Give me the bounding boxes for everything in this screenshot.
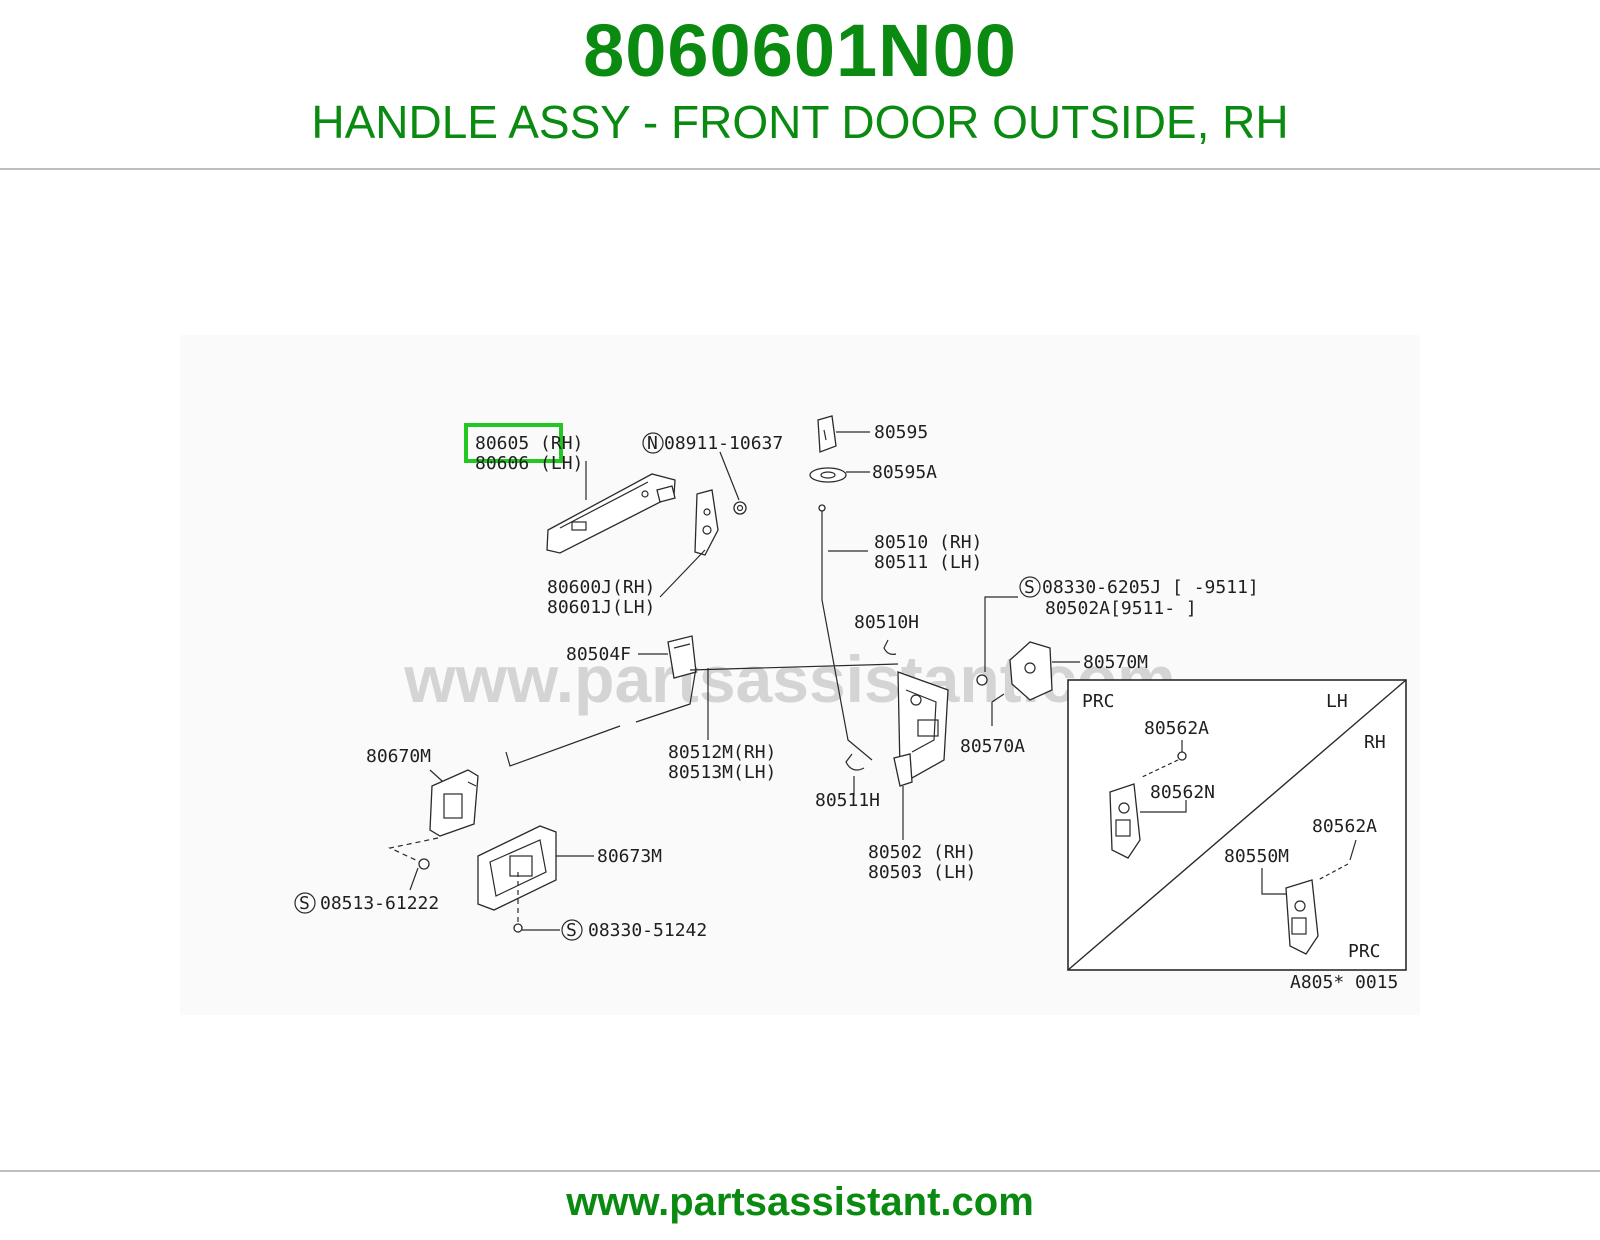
- callout-80673m: 80673M: [597, 846, 662, 867]
- s-symbol-circle-1: [1019, 576, 1041, 598]
- callout-80605: 80605 (RH): [475, 433, 583, 454]
- callout-08330-6205j: 08330-6205J [ -9511]: [1042, 577, 1259, 598]
- callout-80562a-lh: 80562A: [1144, 718, 1209, 739]
- leader-line-08513: [409, 867, 419, 891]
- footer-url[interactable]: www.partsassistant.com: [566, 1180, 1034, 1224]
- bumper-80504f-part: [667, 635, 697, 679]
- nut-part: [733, 501, 747, 515]
- callout-80504f: 80504F: [566, 644, 631, 665]
- highlighted-part-box: [464, 423, 563, 463]
- leader-dashed-80562a-rh: [1317, 863, 1349, 881]
- leader-line-08330-6205j: [984, 596, 1018, 672]
- parts-diagram: www.partsassistant.com 80605 (RH) 80606 …: [0, 170, 1600, 1170]
- rod-80510-end: [818, 504, 826, 512]
- bracket-80670m-part: [429, 769, 479, 837]
- n-symbol: N: [647, 433, 658, 454]
- rod-80512m-upper: [689, 663, 899, 671]
- leader-dashed-08513: [388, 837, 439, 863]
- rod-80512m-lower: [505, 667, 697, 767]
- leader-line-80562n: [1140, 800, 1187, 813]
- escutcheon-part: [809, 467, 847, 483]
- callout-80595: 80595: [874, 422, 928, 443]
- figure-code: A805* 0015: [1290, 972, 1398, 993]
- screw-80562a-lh-head: [1177, 751, 1187, 761]
- rod-80510-part: [821, 508, 873, 761]
- callout-80570a: 80570A: [960, 736, 1025, 757]
- screw-08513-part: [418, 858, 430, 870]
- callout-08330-51242: 08330-51242: [588, 920, 707, 941]
- leader-lines-80595: [836, 431, 870, 473]
- callout-80511: 80511 (LH): [874, 552, 982, 573]
- s-symbol-1: S: [1024, 577, 1035, 598]
- callout-80503: 80503 (LH): [868, 862, 976, 883]
- door-lock-80502-part: [893, 671, 949, 787]
- escutcheon-80673m-part: [477, 825, 557, 911]
- callout-80550m: 80550M: [1224, 846, 1289, 867]
- callout-80670m: 80670M: [366, 746, 431, 767]
- inset-label-rh: RH: [1364, 732, 1386, 753]
- clip-80511h-part: [845, 753, 865, 771]
- callout-80510h: 80510H: [854, 612, 919, 633]
- callout-80606: 80606 (LH): [475, 453, 583, 474]
- callout-80502: 80502 (RH): [868, 842, 976, 863]
- callout-08513-61222: 08513-61222: [320, 893, 439, 914]
- lock-cylinder-part: [817, 415, 837, 453]
- callout-80510: 80510 (RH): [874, 532, 982, 553]
- clip-80510h-part: [883, 639, 897, 655]
- callout-80502a: 80502A[9511- ]: [1045, 598, 1197, 619]
- striker-80570m-part: [1009, 641, 1053, 701]
- page-header: 8060601N00 HANDLE ASSY - FRONT DOOR OUTS…: [0, 0, 1600, 170]
- screw-80562a-rh: [1349, 839, 1357, 861]
- screw-08330-51242-part: [513, 923, 523, 933]
- s-symbol-3: S: [566, 920, 577, 941]
- leader-line-80550m: [1261, 868, 1290, 895]
- callout-80600j: 80600J(RH): [547, 577, 655, 598]
- s-symbol-circle-2: [294, 892, 316, 914]
- callout-80562n: 80562N: [1150, 782, 1215, 803]
- callout-80562a-rh: 80562A: [1312, 816, 1377, 837]
- part-description: HANDLE ASSY - FRONT DOOR OUTSIDE, RH: [311, 96, 1289, 148]
- callout-08911-10637: 08911-10637: [664, 433, 783, 454]
- leader-lines-handle: [585, 451, 740, 598]
- callout-80513m: 80513M(LH): [668, 762, 776, 783]
- callout-80512m: 80512M(RH): [668, 742, 776, 763]
- s-symbol-2: S: [299, 893, 310, 914]
- header-divider: [0, 168, 1600, 170]
- inset-label-prc-top: PRC: [1082, 691, 1115, 712]
- part-number-title: 8060601N00: [583, 9, 1017, 92]
- footer-divider: [0, 1170, 1600, 1172]
- inset-label-prc-bottom: PRC: [1348, 941, 1381, 962]
- callout-80595a: 80595A: [872, 462, 937, 483]
- leader-dashed-80562a-lh: [1139, 759, 1179, 779]
- callout-80601j: 80601J(LH): [547, 597, 655, 618]
- callout-80570m: 80570M: [1083, 652, 1148, 673]
- handle-bracket-part: [694, 489, 719, 556]
- inset-label-lh: LH: [1326, 691, 1348, 712]
- screw-80570a-part: [991, 693, 1005, 726]
- parts-diagram-svg: www.partsassistant.com 80605 (RH) 80606 …: [180, 335, 1420, 1015]
- s-symbol-circle-3: [561, 919, 583, 941]
- screw-08330-part: [976, 674, 988, 686]
- actuator-80562n-part: [1109, 783, 1141, 859]
- callout-80511h: 80511H: [815, 790, 880, 811]
- actuator-80550m-part: [1285, 879, 1319, 955]
- diagram-watermark: www.partsassistant.com: [403, 642, 1175, 716]
- outside-handle-part: [546, 473, 676, 554]
- n-symbol-circle: [642, 432, 664, 454]
